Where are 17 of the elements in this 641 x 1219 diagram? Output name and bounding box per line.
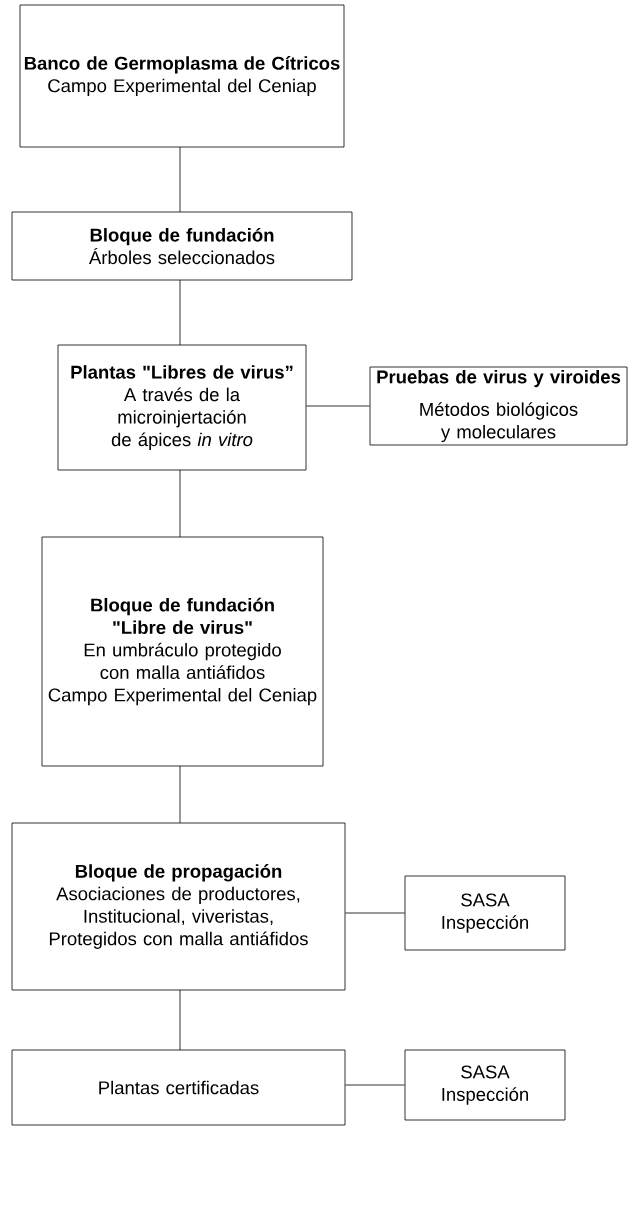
connector-line: [179, 989, 181, 1051]
connector-line: [179, 469, 181, 538]
process-box: Bloque de propagación Asociaciones de productores, Institucional, viveristas, Protegidos con malla antiáfidos: [11, 822, 346, 991]
connector-line: [179, 146, 181, 213]
process-box: Pruebas de virus y viroides Métodos biológicos y moleculares: [369, 366, 628, 446]
connector-line: [306, 405, 370, 407]
connector-line: [345, 912, 405, 914]
process-box: Bloque de fundación Árboles seleccionados: [11, 211, 353, 281]
process-box: Plantas "Libres de virus” A través de la microinjertación de ápices in vitro: [57, 344, 307, 471]
process-box: SASA Inspección: [404, 875, 566, 951]
process-box: Plantas certificadas: [11, 1049, 346, 1126]
process-box: Banco de Germoplasma de Cítricos Campo Experimental del Ceniap: [19, 4, 345, 148]
connector-line: [179, 765, 181, 824]
connector-line: [179, 279, 181, 346]
process-box: SASA Inspección: [404, 1049, 566, 1121]
process-box: Bloque de fundación "Libre de virus" En umbráculo protegido con malla antiáfidos Campo Experimental del Ceniap: [41, 536, 324, 767]
connector-line: [345, 1084, 405, 1086]
